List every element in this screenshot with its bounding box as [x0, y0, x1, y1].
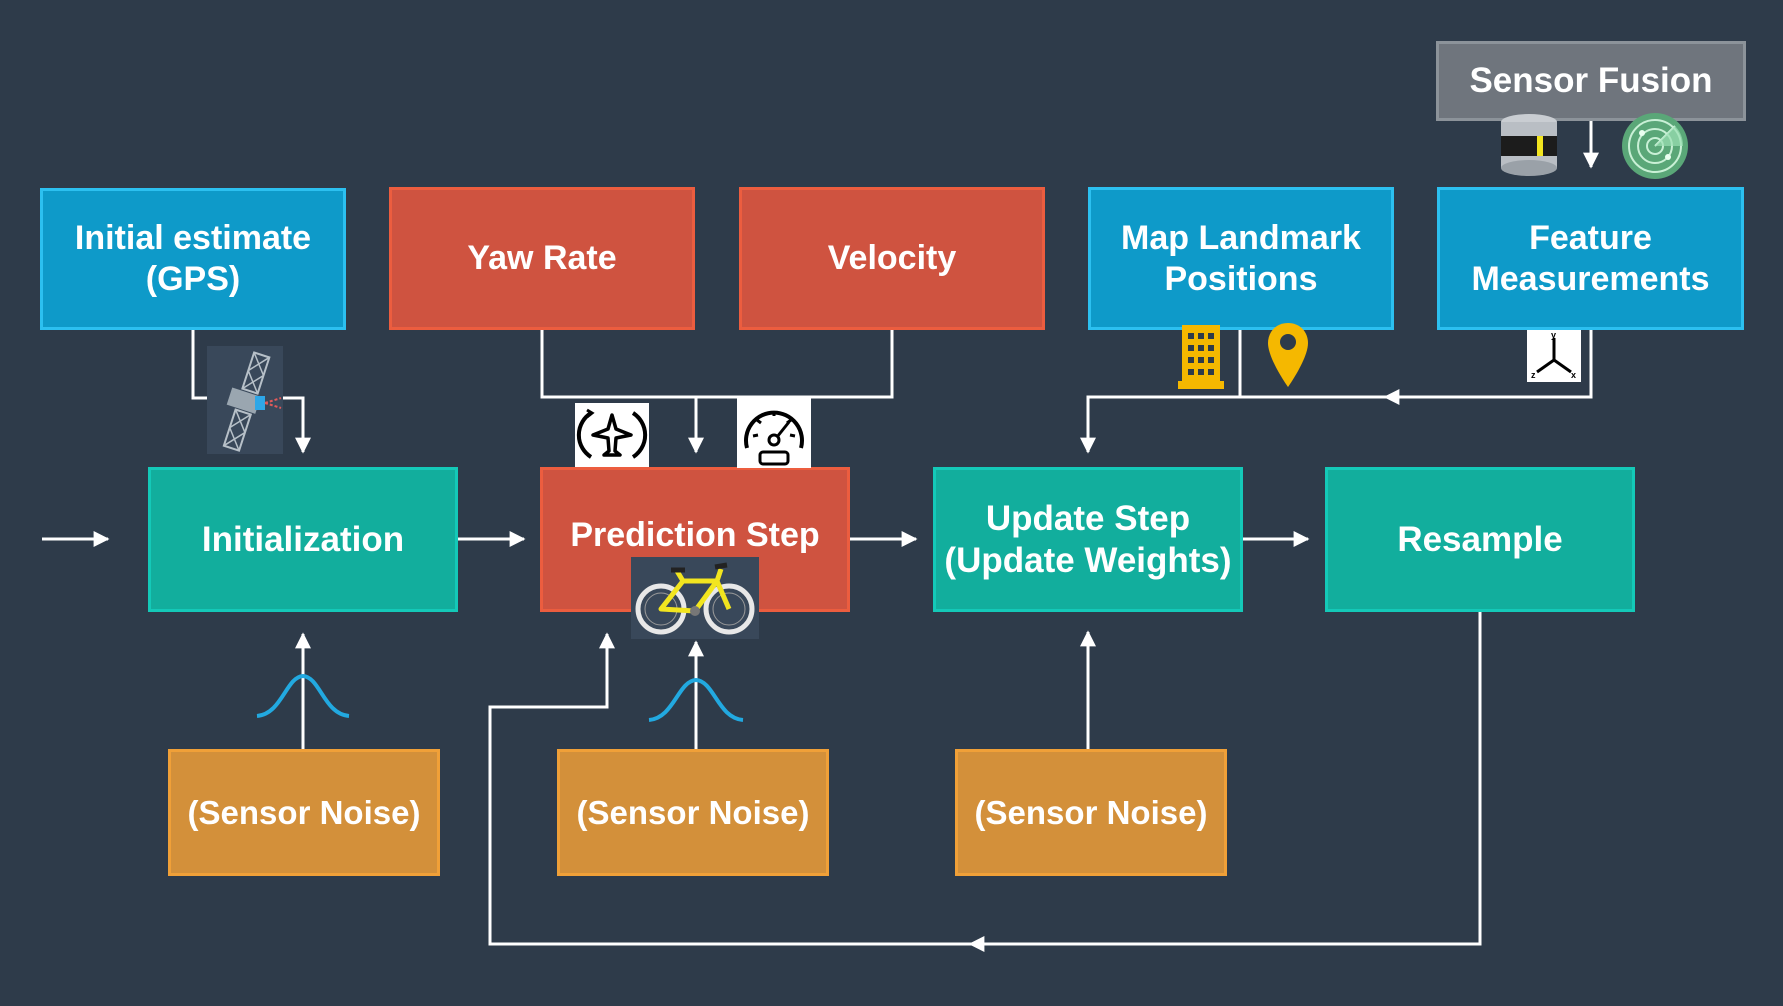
- location-pin-icon: [1268, 323, 1308, 387]
- map-landmarks-box: Map Landmark Positions: [1088, 187, 1394, 330]
- radar-icon: [1622, 113, 1688, 179]
- svg-text:x: x: [1571, 370, 1576, 380]
- sensor-fusion-box: Sensor Fusion: [1436, 41, 1746, 121]
- gaussian-icon: [256, 673, 350, 718]
- update-step: Update Step (Update Weights): [933, 467, 1243, 612]
- building-icon: [1178, 325, 1224, 389]
- speedometer-icon: [737, 398, 811, 468]
- initialization-step: Initialization: [148, 467, 458, 612]
- sensor-noise-box: (Sensor Noise): [168, 749, 440, 876]
- satellite-icon: [207, 346, 283, 454]
- resample-feedback-loop: [488, 612, 1482, 946]
- yaw-rate-line: [540, 329, 894, 399]
- xyz-axes-icon: y z x: [1527, 330, 1581, 382]
- bicycle-icon: [631, 557, 759, 639]
- gaussian-icon: [648, 677, 744, 722]
- svg-text:y: y: [1551, 330, 1556, 340]
- feature-measurements-box: Feature Measurements: [1437, 187, 1744, 330]
- svg-text:z: z: [1531, 370, 1536, 380]
- sensor-noise-box: (Sensor Noise): [557, 749, 829, 876]
- yaw-rate-box: Yaw Rate: [389, 187, 695, 330]
- yaw-rate-icon: [575, 403, 649, 467]
- gps-input-box: Initial estimate (GPS): [40, 188, 346, 330]
- resample-step: Resample: [1325, 467, 1635, 612]
- sensor-noise-box: (Sensor Noise): [955, 749, 1227, 876]
- features-to-update-line: [1080, 329, 1593, 454]
- velocity-box: Velocity: [739, 187, 1045, 330]
- lidar-icon: [1501, 114, 1557, 176]
